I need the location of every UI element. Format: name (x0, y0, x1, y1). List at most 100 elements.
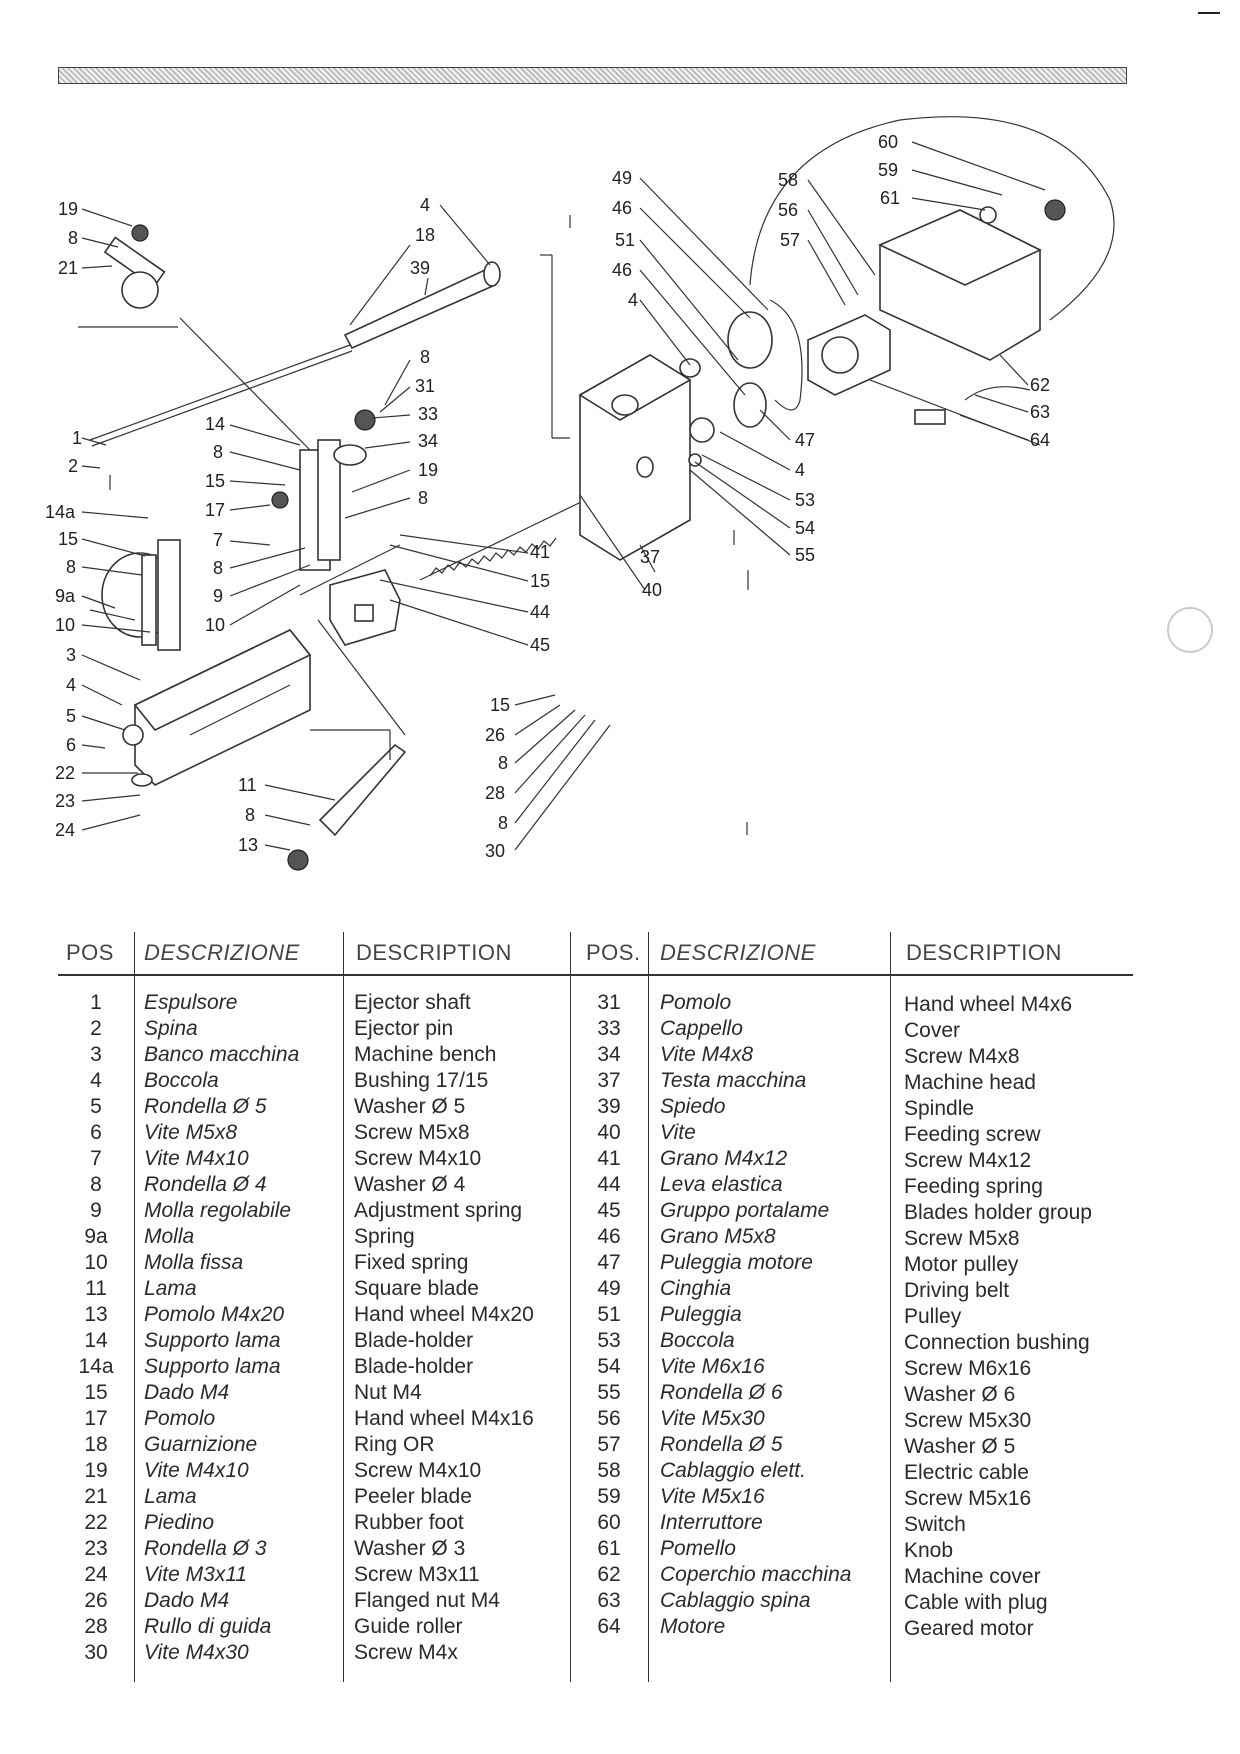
callout: 62 (1030, 375, 1050, 395)
part-pos: 22 (84, 1511, 108, 1534)
part-description: Bushing 17/15 (354, 1069, 489, 1092)
callout: 54 (795, 518, 815, 538)
part-descrizione: Cablaggio spina (660, 1589, 811, 1612)
callout: 46 (612, 198, 632, 218)
part-descrizione: Cablaggio elett. (660, 1459, 806, 1482)
callout: 5 (66, 706, 76, 726)
spindle-part (343, 254, 570, 439)
part-description: Peeler blade (354, 1485, 472, 1508)
part-descrizione: Vite M4x30 (144, 1641, 249, 1664)
part-pos: 33 (597, 1017, 621, 1040)
part-description: Screw M4x (354, 1641, 458, 1664)
callout: 19 (58, 199, 78, 219)
callout: 15 (58, 529, 78, 549)
callout: 21 (58, 258, 78, 278)
callout: 56 (778, 200, 798, 220)
part-pos: 34 (597, 1043, 621, 1066)
part-description: Spring (354, 1225, 415, 1248)
part-description: Ejector pin (354, 1017, 454, 1040)
part-description: Electric cable (904, 1461, 1029, 1484)
callout: 49 (612, 168, 632, 188)
callout: 2 (68, 456, 78, 476)
part-pos: 13 (84, 1303, 108, 1326)
part-description: Cover (904, 1019, 961, 1042)
part-description: Geared motor (904, 1617, 1034, 1640)
callout: 10 (205, 615, 225, 635)
part-pos: 4 (90, 1069, 102, 1092)
part-descrizione: Supporto lama (144, 1355, 281, 1378)
header-descrizione-2: DESCRIZIONE (660, 940, 816, 965)
callout: 9a (55, 586, 76, 606)
part-description: Feeding spring (904, 1175, 1043, 1198)
part-description: Square blade (354, 1277, 479, 1300)
callout: 4 (66, 675, 76, 695)
callout: 8 (498, 813, 508, 833)
callout: 17 (205, 500, 225, 520)
part-pos: 60 (597, 1511, 621, 1534)
part-descrizione: Pomolo (144, 1407, 216, 1430)
part-pos: 39 (597, 1095, 621, 1118)
callout: 39 (410, 258, 430, 278)
part-pos: 37 (597, 1069, 621, 1092)
part-description: Screw M4x12 (904, 1149, 1032, 1172)
part-pos: 14 (84, 1329, 108, 1352)
callout: 64 (1030, 430, 1050, 450)
part-pos: 45 (597, 1199, 621, 1222)
part-descrizione: Boccola (144, 1069, 219, 1092)
callout: 14 (205, 414, 225, 434)
ejector-shaft-part (89, 344, 351, 441)
callout: 4 (628, 290, 638, 310)
header-pos: POS (66, 940, 114, 965)
part-description: Knob (904, 1539, 954, 1562)
part-description: Motor pulley (904, 1253, 1019, 1276)
callout: 6 (66, 735, 76, 755)
part-descrizione: Pomolo (660, 991, 732, 1014)
callout: 8 (498, 753, 508, 773)
part-pos: 9 (90, 1199, 102, 1222)
callout: 9 (213, 586, 223, 606)
part-descrizione: Vite M4x10 (144, 1147, 249, 1170)
callout: 26 (485, 725, 505, 745)
callout: 46 (612, 260, 632, 280)
part-descrizione: Rondella Ø 4 (144, 1173, 267, 1196)
callout: 24 (55, 820, 75, 840)
part-pos: 15 (84, 1381, 108, 1404)
part-pos: 17 (84, 1407, 108, 1430)
part-descrizione: Puleggia (660, 1303, 742, 1326)
part-descrizione: Cinghia (660, 1277, 732, 1300)
part-description: Spindle (904, 1097, 975, 1120)
part-description: Hand wheel M4x6 (904, 993, 1073, 1016)
callout: 45 (530, 635, 550, 655)
callout: 13 (238, 835, 258, 855)
column-divider (648, 932, 649, 1682)
part-pos: 51 (597, 1303, 621, 1326)
blades-holder-group-part (299, 544, 401, 646)
callout: 8 (68, 228, 78, 248)
part-pos: 53 (597, 1329, 621, 1352)
scan-hole-artifact (1167, 607, 1213, 653)
part-description: Machine cover (904, 1565, 1041, 1588)
part-descrizione: Spiedo (660, 1095, 726, 1118)
part-descrizione: Boccola (660, 1329, 735, 1352)
part-descrizione: Leva elastica (660, 1173, 783, 1196)
machine-bench-part (122, 629, 312, 787)
part-descrizione: Vite (660, 1121, 696, 1144)
part-description: Blades holder group (904, 1201, 1092, 1224)
part-descrizione: Spina (144, 1017, 198, 1040)
part-pos: 3 (90, 1043, 102, 1066)
part-pos: 8 (90, 1173, 102, 1196)
part-pos: 55 (597, 1381, 621, 1404)
callout: 19 (418, 460, 438, 480)
part-pos: 57 (597, 1433, 621, 1456)
part-pos: 49 (597, 1277, 621, 1300)
part-descrizione: Banco macchina (144, 1043, 300, 1066)
part-descrizione: Motore (660, 1615, 726, 1638)
callout: 14a (45, 502, 76, 522)
part-description: Screw M4x10 (354, 1147, 482, 1170)
part-description: Washer Ø 5 (904, 1435, 1016, 1458)
part-descrizione: Gruppo portalame (660, 1199, 830, 1222)
column-divider (890, 932, 891, 1682)
part-description: Blade-holder (354, 1355, 474, 1378)
